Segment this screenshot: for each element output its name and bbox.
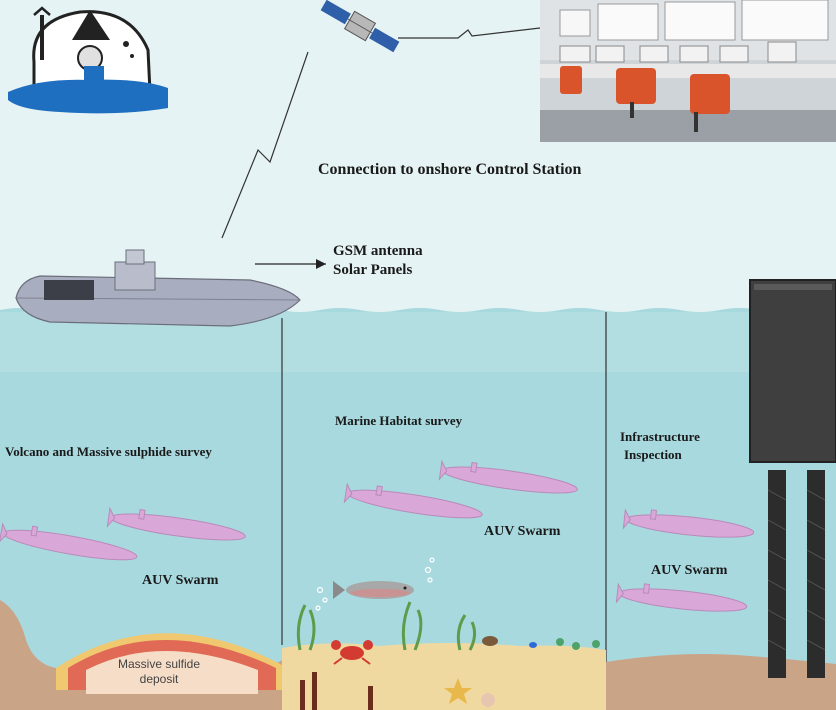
crab-icon <box>331 640 373 665</box>
link-satellite-control <box>398 27 541 39</box>
auv-4 <box>438 459 578 494</box>
auv-3 <box>343 482 483 519</box>
surface-vessel <box>15 249 301 327</box>
auv-5 <box>622 508 755 538</box>
auv-group-middle <box>343 459 578 519</box>
green-creature-3 <box>592 640 600 648</box>
sulfide-line1: Massive sulfide <box>118 657 201 671</box>
auv-swarm-label-middle: AUV Swarm <box>484 524 561 539</box>
auv-1 <box>0 522 138 561</box>
satellite-icon <box>320 0 400 53</box>
bubbles <box>315 557 435 611</box>
starfish-icon <box>444 678 472 704</box>
link-boat-satellite <box>221 51 309 239</box>
sulfide-line2: deposit <box>139 672 179 686</box>
fish-icon <box>333 581 414 599</box>
gsm-antenna-label: GSM antenna <box>333 243 423 259</box>
green-creature-2 <box>572 642 580 650</box>
green-creature-1 <box>556 638 564 646</box>
auv-6 <box>615 582 748 612</box>
auv-swarm-label-right: AUV Swarm <box>651 563 728 578</box>
sulfide-deposit-label: Massive sulfide deposit <box>118 657 200 687</box>
auv-swarm-label-left: AUV Swarm <box>142 573 219 588</box>
vessel-cabin <box>114 261 156 291</box>
connection-label: Connection to onshore Control Station <box>318 161 582 178</box>
auv-2 <box>106 506 246 541</box>
offshore-platform <box>749 279 836 463</box>
control-room-photo <box>540 0 836 142</box>
middle-seabed <box>282 643 606 710</box>
infrastructure-line2: Inspection <box>624 447 682 462</box>
infrastructure-line1: Infrastructure <box>620 429 700 444</box>
snail-icon <box>482 636 498 646</box>
volcano-survey-label: Volcano and Massive sulphide survey <box>5 444 212 459</box>
coral-cluster <box>300 672 373 710</box>
logo-badge <box>8 6 168 114</box>
solar-panel <box>44 280 94 300</box>
infrastructure-label: Infrastructure Inspection <box>620 428 700 464</box>
platform-highlight <box>754 284 832 290</box>
vessel-equipment-label: GSM antenna Solar Panels <box>333 242 423 280</box>
gsm-arrow-head <box>316 259 326 269</box>
sulfide-deposit-core <box>86 651 258 694</box>
right-seabed <box>606 654 836 710</box>
platform-pillar-right <box>807 470 825 678</box>
auv-group-right <box>615 508 755 612</box>
blue-creature <box>529 642 537 648</box>
gsm-antenna-mast <box>125 249 145 265</box>
auv-group-left <box>0 506 246 561</box>
solar-panels-label: Solar Panels <box>333 262 413 278</box>
seaweed-cluster <box>296 601 477 651</box>
marine-survey-label: Marine Habitat survey <box>335 413 463 428</box>
platform-pillar-left <box>768 470 786 678</box>
shell-icon <box>481 693 495 707</box>
